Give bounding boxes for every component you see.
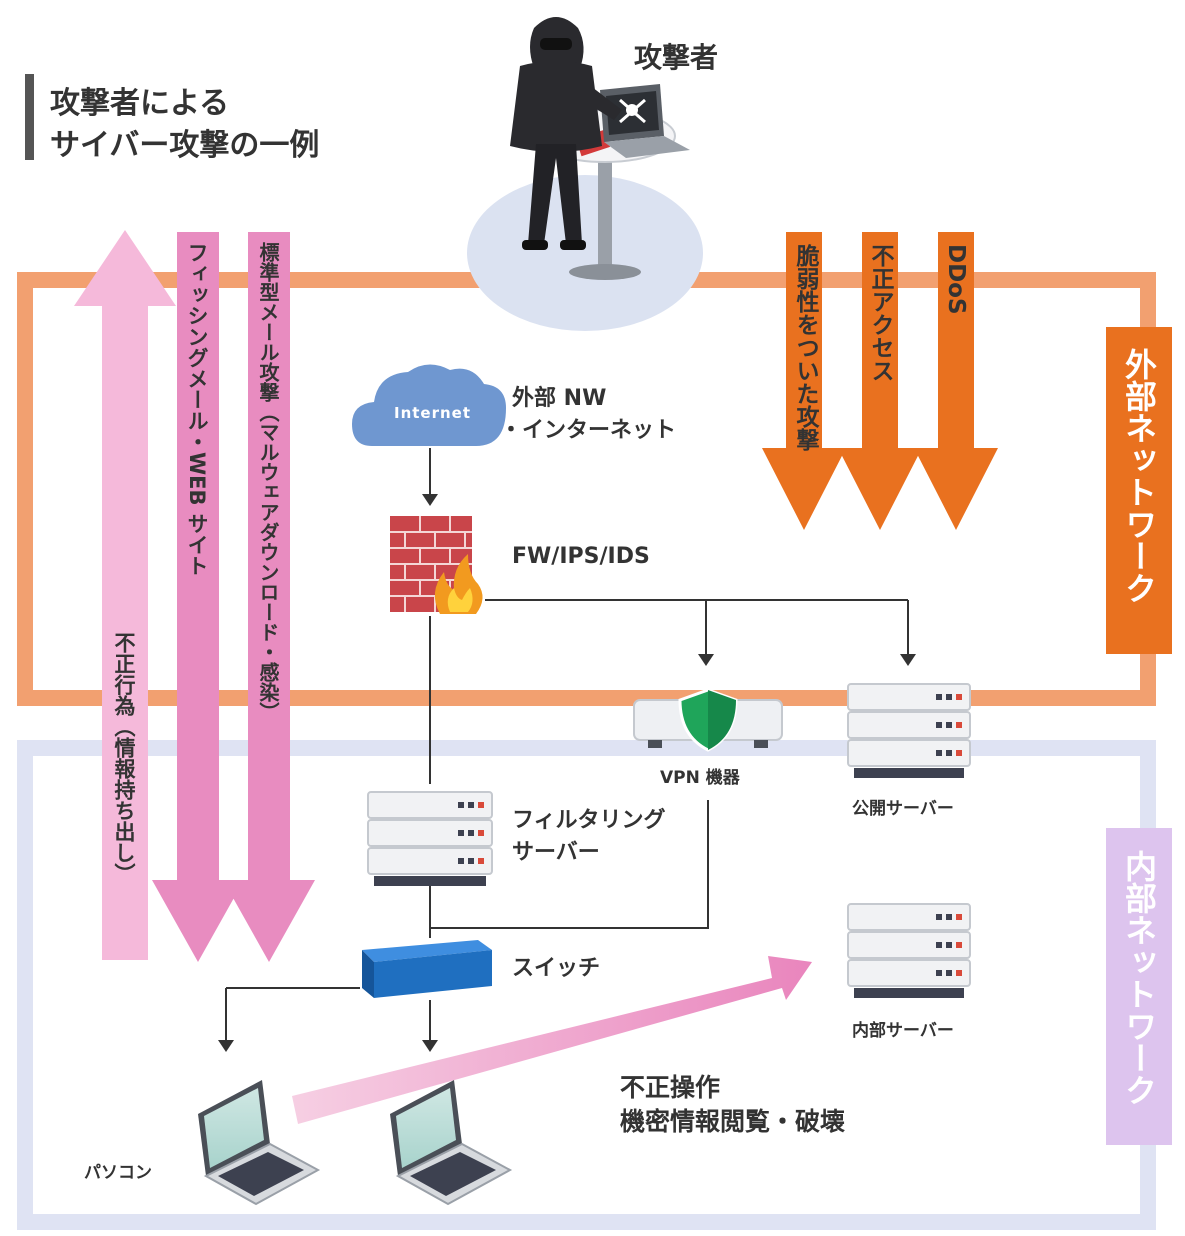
cloud-internet-text: Internet (394, 404, 472, 422)
pink-arrow-leak (74, 230, 176, 960)
public-server-icon (847, 683, 971, 778)
external-network-tab (1106, 327, 1172, 654)
pink-arrow-leak-label: 不正行為（情報持ち出し） (112, 632, 136, 884)
pink-arrow-phishing-label: フィッシングメール・WEB サイト (185, 242, 209, 576)
public-server-label: 公開サーバー (852, 799, 954, 819)
pink-arrow-malware-label: 標準型メール攻撃（マルウェアダウンロード・感染） (256, 242, 280, 722)
pink-arrow-phishing (152, 232, 244, 962)
attacker-platform (467, 175, 703, 331)
title-bar (25, 74, 34, 160)
pc-left-icon (198, 1080, 321, 1206)
orange-arrow-unauthorized-label: 不正アクセス (867, 244, 893, 382)
external-nw-label-2: ・インターネット (500, 418, 677, 443)
pink-arrow-malware (223, 232, 315, 962)
external-nw-label-1: 外部 NW (512, 386, 607, 411)
pc-right-icon (390, 1080, 513, 1206)
filter-server-label-2: サーバー (512, 840, 600, 865)
orange-arrow-ddos-label: DDoS (943, 244, 969, 315)
internet-cloud-icon (352, 364, 506, 446)
title-line-2: サイバー攻撃の一例 (50, 128, 320, 163)
orange-arrow-ddos (914, 232, 998, 530)
internal-network-label: 内部ネットワーク (1120, 850, 1158, 1106)
internal-network-tab (1106, 828, 1172, 1145)
firewall-icon (390, 516, 483, 614)
orange-arrow-vuln-label: 脆弱性をついた攻撃 (792, 244, 818, 451)
attacker-label: 攻撃者 (634, 41, 719, 74)
switch-icon (362, 940, 492, 998)
internal-server-label: 内部サーバー (852, 1021, 954, 1041)
arrowheads (218, 494, 916, 1052)
attacker-laptop (600, 84, 690, 158)
pc-label: パソコン (84, 1163, 152, 1183)
switch-label: スイッチ (512, 956, 601, 981)
misuse-arrow (292, 956, 812, 1124)
external-network-label: 外部ネットワーク (1120, 348, 1158, 604)
connection-lines (225, 448, 909, 1040)
vpn-label: VPN 機器 (660, 768, 740, 788)
vpn-device-icon (633, 688, 783, 752)
attacker-figure (510, 17, 622, 250)
orange-arrow-vuln (762, 232, 846, 530)
misuse-label-2: 機密情報閲覧・破壊 (620, 1107, 846, 1136)
title-line-1: 攻撃者による (50, 86, 230, 121)
orange-arrow-unauthorized (838, 232, 922, 530)
internal-server-icon (847, 903, 971, 998)
fw-label: FW/IPS/IDS (512, 544, 650, 569)
filter-server-label-1: フィルタリング (512, 808, 666, 833)
filtering-server-icon (367, 791, 493, 886)
misuse-label-1: 不正操作 (620, 1073, 721, 1102)
